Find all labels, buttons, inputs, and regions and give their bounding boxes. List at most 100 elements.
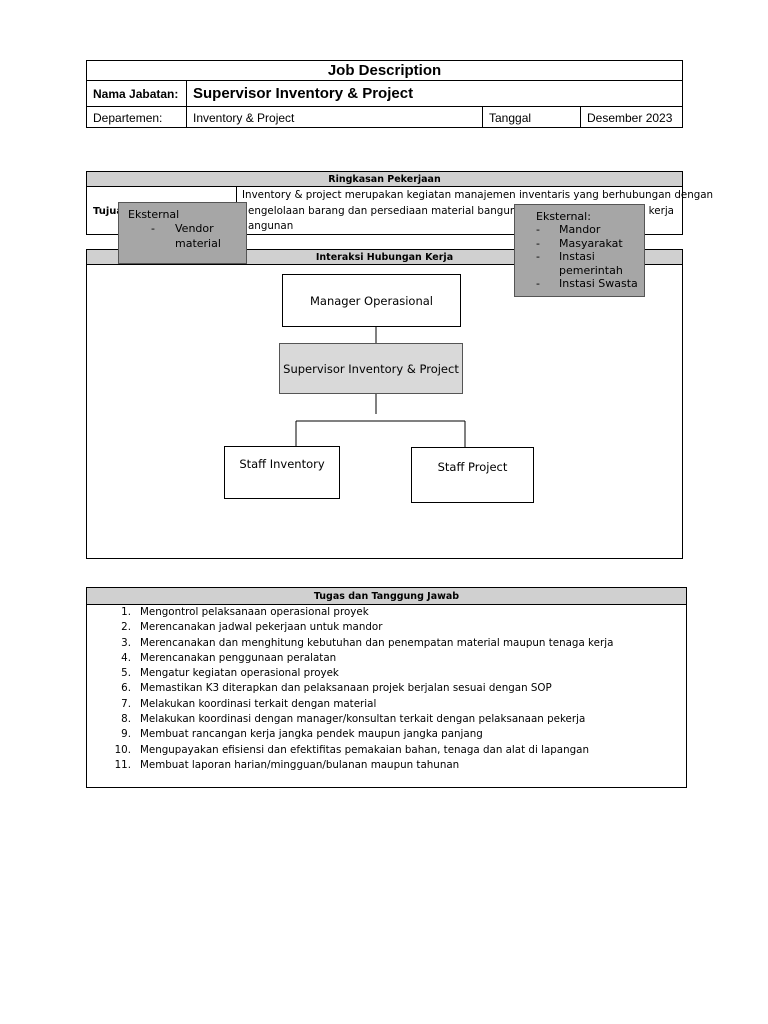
bullet: - — [536, 223, 540, 236]
list-item: 4. Merencanakan penggunaan peralatan — [96, 651, 681, 666]
item-text: Melakukan koordinasi dengan manager/kons… — [140, 713, 586, 726]
overlay-right-item: Mandor — [559, 223, 601, 236]
list-item: - Masyarakat — [536, 237, 644, 251]
page-title: Job Description — [327, 62, 442, 79]
list-item: 2. Merencanakan jadwal pekerjaan untuk ma… — [96, 620, 681, 635]
list-item: - Instasi — [536, 250, 644, 264]
org-box-manager: Manager Operasional — [282, 274, 461, 327]
tujuan-label-cell: Tujua — [93, 204, 133, 218]
ringkasan-heading: Ringkasan Pekerjaan — [328, 173, 441, 185]
item-number: 8. — [121, 713, 131, 726]
overlay-eksternal-left: Eksternal - Vendor material — [118, 202, 247, 264]
ringkasan-line-2: engelolaan barang dan persediaan materia… — [242, 204, 682, 220]
item-number: 5. — [121, 667, 131, 680]
ringkasan-line-2-right: al kerja — [636, 204, 674, 217]
org-box-staff-inventory: Staff Inventory — [224, 446, 340, 499]
jabatan-value: Supervisor Inventory & Project — [193, 85, 414, 102]
tugas-heading: Tugas dan Tanggung Jawab — [313, 590, 460, 602]
divider — [86, 80, 683, 81]
ringkasan-line-2-left: engelolaan barang dan persediaan materia… — [248, 204, 545, 217]
list-item: 11. Membuat laporan harian/mingguan/bulan… — [96, 758, 681, 773]
ringkasan-line-1: Inventory & project merupakan kegiatan m… — [242, 189, 714, 201]
divider — [580, 106, 581, 128]
list-item: pemerintah — [536, 264, 644, 278]
divider — [86, 106, 683, 107]
item-text: Mengupayakan efisiensi dan efektifitas p… — [140, 743, 590, 756]
list-item: - Mandor — [536, 223, 644, 237]
list-item: 1. Mengontrol pelaksanaan operasional pro… — [96, 605, 681, 620]
tanggal-value: Desember 2023 — [587, 110, 673, 125]
tugas-table — [86, 587, 687, 788]
item-number: 2. — [121, 621, 131, 634]
bullet: - — [536, 250, 540, 264]
org-staff-project-label: Staff Project — [437, 460, 508, 474]
item-number: 9. — [121, 728, 131, 741]
departemen-value-cell: Inventory & Project — [193, 107, 481, 128]
list-item: 3. Merencanakan dan menghitung kebutuhan … — [96, 636, 681, 651]
interaksi-table — [86, 249, 683, 559]
list-item: 9. Membuat rancangan kerja jangka pendek … — [96, 727, 681, 742]
overlay-right-title: Eksternal: — [536, 210, 591, 223]
item-number: 1. — [121, 606, 131, 618]
list-item: 7.Melakukan koordinasi terkait dengan ma… — [96, 697, 681, 712]
ringkasan-heading-row: Ringkasan Pekerjaan — [87, 172, 682, 187]
list-item: - Instasi Swasta — [536, 277, 644, 291]
org-box-supervisor: Supervisor Inventory & Project — [279, 343, 463, 394]
jabatan-value-cell: Supervisor Inventory & Project — [193, 81, 673, 106]
item-text: Merencanakan jadwal pekerjaan untuk mand… — [140, 621, 383, 634]
overlay-eksternal-right: Eksternal: - Mandor - Masyarakat - Insta… — [514, 204, 645, 297]
departemen-label: Departemen: — [93, 110, 163, 125]
item-text: Merencanakan dan menghitung kebutuhan da… — [140, 636, 614, 649]
list-item: 6. Memastikan K3 diterapkan dan pelaksana… — [96, 681, 681, 696]
org-supervisor-label: Supervisor Inventory & Project — [283, 361, 459, 376]
overlay-right-item: Instasi — [559, 250, 595, 264]
tanggal-value-cell: Desember 2023 — [587, 107, 682, 128]
item-text: Mengontrol pelaksanaan operasional proye… — [140, 606, 369, 618]
overlay-right-item: pemerintah — [559, 263, 623, 277]
tujuan-label: Tujua — [93, 205, 124, 217]
item-number: 10. — [114, 743, 131, 756]
overlay-right-list: - Mandor - Masyarakat - Instasi pemerint… — [536, 223, 644, 291]
item-number: 4. — [121, 651, 131, 664]
tanggal-label: Tanggal — [489, 110, 532, 125]
bullet: - — [536, 277, 540, 291]
ringkasan-table — [86, 171, 683, 235]
bullet — [536, 264, 559, 278]
item-text: Mengatur kegiatan operasional proyek — [140, 667, 339, 680]
item-text: Merencanakan penggunaan peralatan — [140, 651, 337, 664]
ringkasan-text: Inventory & project merupakan kegiatan m… — [242, 188, 714, 235]
overlay-left-item: Vendor — [175, 222, 214, 235]
list-item: 10. Mengupayakan efisiensi dan efektifita… — [96, 743, 681, 758]
interaksi-heading: Interaksi Hubungan Kerja — [315, 251, 454, 263]
item-number: 3. — [121, 636, 131, 649]
overlay-right-item: Instasi Swasta — [559, 277, 638, 291]
item-text: Membuat laporan harian/mingguan/bulanan … — [140, 758, 460, 771]
divider — [482, 106, 483, 128]
overlay-right-item: Masyarakat — [559, 236, 623, 250]
departemen-value: Inventory & Project — [193, 110, 295, 125]
item-text: Membuat rancangan kerja jangka pendek ma… — [140, 728, 483, 741]
overlay-left-item: material — [175, 237, 221, 250]
list-item: 8. Melakukan koordinasi dengan manager/ko… — [96, 712, 681, 727]
ringkasan-line-3: angunan — [248, 220, 294, 232]
overlay-left-bullet: - — [151, 222, 155, 235]
item-number: 11. — [114, 758, 131, 771]
jabatan-label: Nama Jabatan: — [93, 86, 179, 101]
job-description-header-table — [86, 60, 683, 128]
org-box-staff-project: Staff Project — [411, 447, 534, 503]
tanggal-label-cell: Tanggal — [489, 107, 579, 128]
tugas-list: 1. Mengontrol pelaksanaan operasional pro… — [96, 605, 681, 773]
header-title-row: Job Description — [86, 60, 683, 81]
item-text: Memastikan K3 diterapkan dan pelaksanaan… — [140, 682, 552, 695]
list-item: 5. Mengatur kegiatan operasional proyek — [96, 666, 681, 681]
overlay-left-title: Eksternal — [128, 208, 180, 221]
divider — [186, 80, 187, 128]
item-number: 6. — [121, 682, 131, 695]
departemen-label-cell: Departemen: — [93, 107, 185, 128]
bullet: - — [536, 236, 540, 250]
tugas-heading-row: Tugas dan Tanggung Jawab — [87, 588, 686, 605]
jabatan-label-cell: Nama Jabatan: — [93, 81, 185, 106]
org-manager-label: Manager Operasional — [309, 293, 434, 308]
item-text: Melakukan koordinasi terkait dengan mate… — [140, 697, 377, 710]
